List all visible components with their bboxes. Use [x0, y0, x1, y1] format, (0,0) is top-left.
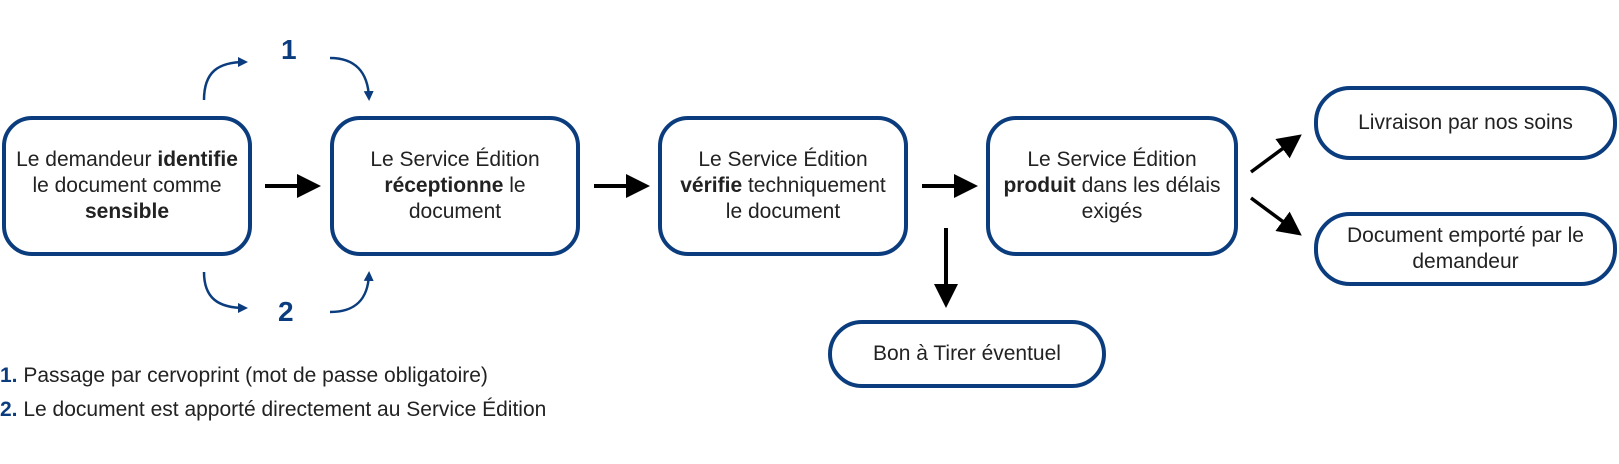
outcome-bat: Bon à Tirer éventuel — [828, 320, 1106, 388]
branch2-in-arrow — [329, 271, 374, 314]
branch-2-label: 2 — [278, 296, 294, 327]
branch1-in-arrow — [329, 56, 374, 101]
step-requester: Le demandeur identifie le document comme… — [2, 116, 252, 256]
step-reception: Le Service Édition réceptionne le docume… — [330, 116, 580, 256]
branch2-out-arrow — [202, 271, 248, 313]
arrow-to-delivery — [1249, 134, 1302, 174]
branch1-out-arrow — [202, 57, 248, 101]
outcome-delivery: Livraison par nos soins — [1314, 86, 1617, 160]
step-verification: Le Service Édition vérifie techniquement… — [658, 116, 908, 256]
step-production: Le Service Édition produit dans les déla… — [986, 116, 1238, 256]
legend-item-2: 2. Le document est apporté directement a… — [0, 398, 547, 421]
branch-1-label: 1 — [281, 34, 297, 65]
arrow-to-pickup — [1249, 196, 1302, 236]
legend-item-1: 1. Passage par cervoprint (mot de passe … — [0, 364, 488, 387]
outcome-pickup: Document emporté par le demandeur — [1314, 212, 1617, 286]
